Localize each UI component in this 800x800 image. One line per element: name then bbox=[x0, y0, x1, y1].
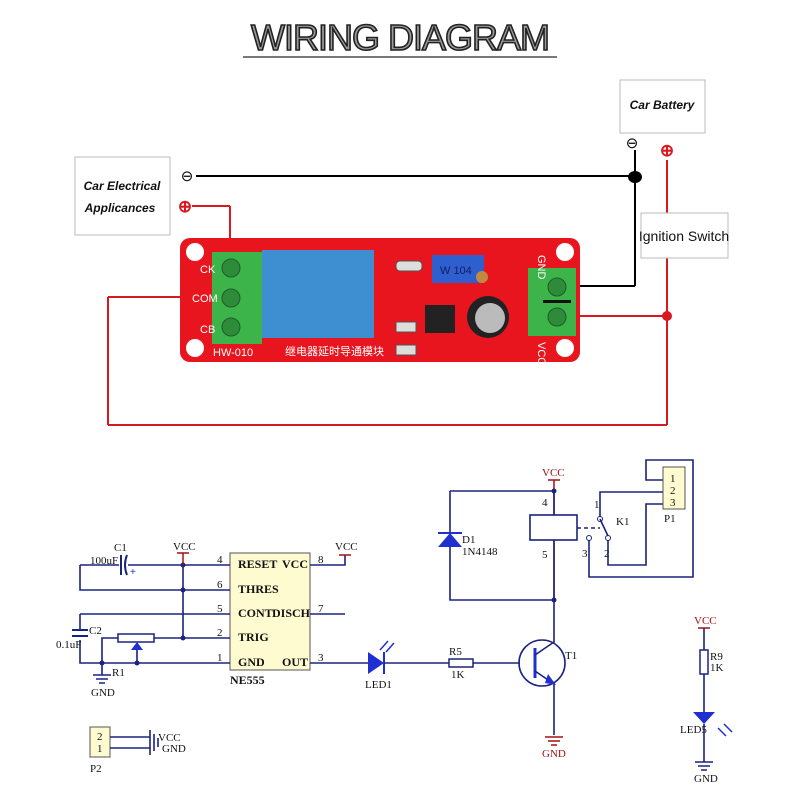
schematic-r5-name-label: R5 bbox=[449, 646, 462, 658]
relay-circuit: VCC 4 5 D1 1N4148 1 2 3 K1 1 2 3 P1 bbox=[438, 459, 694, 603]
schematic-c1-value-label: 100uF bbox=[90, 555, 118, 567]
car-battery-label: Car Battery bbox=[630, 98, 696, 112]
car-appliances-label-line1: Car Electrical bbox=[84, 179, 161, 193]
p2-connector: 2 1 VCC GND P2 bbox=[89, 726, 186, 775]
schematic-ic-pins_left-2-label-label: CONT bbox=[238, 606, 273, 620]
relay bbox=[262, 250, 374, 338]
schematic-k1-contact_pins-2-label: 3 bbox=[582, 548, 588, 560]
ic-name: NE555 bbox=[230, 673, 265, 687]
schematic-p1-pins-1-label: 2 bbox=[670, 485, 676, 497]
schematic-ic-pins_right-1-label-label: DISCH bbox=[272, 606, 311, 620]
board-gnd-label: GND bbox=[535, 255, 547, 280]
schematic-p2-pins-1-label: 1 bbox=[97, 743, 103, 755]
led1-icon bbox=[368, 652, 384, 674]
ne555-chip bbox=[425, 305, 455, 333]
schematic-ic-pins_left-3-num-label: 2 bbox=[217, 627, 223, 639]
schematic-p2-labels-1-label: GND bbox=[162, 743, 186, 755]
appliance-plus-icon: ⊕ bbox=[178, 197, 192, 216]
ignition-switch-box: Ignition Switch bbox=[639, 212, 729, 259]
schematic-led1-label: LED1 bbox=[365, 679, 392, 691]
schematic-ic-pins_left-2-num-label: 5 bbox=[217, 603, 223, 615]
terminal-com-label: COM bbox=[192, 293, 218, 305]
board-chinese-label: 继电器延时导通模块 bbox=[285, 345, 384, 358]
schematic-gnd-label: GND bbox=[694, 773, 718, 785]
schematic-r5-value-label: 1K bbox=[451, 669, 465, 681]
r9-resistor bbox=[699, 649, 709, 675]
schematic-gnd-label: GND bbox=[91, 687, 115, 699]
schematic-c1-name-label: C1 bbox=[114, 542, 127, 554]
schematic-k1-coil_pins-0-label: 4 bbox=[542, 497, 548, 509]
potentiometer bbox=[432, 255, 484, 283]
schematic-ic-pins_left-0-label-label: RESET bbox=[238, 557, 277, 571]
schematic-p1-pins-2-label: 3 bbox=[670, 497, 676, 509]
ne555-ic bbox=[229, 552, 311, 671]
schematic-c2-name-label: C2 bbox=[89, 625, 102, 637]
schematic-gnd-label: GND bbox=[542, 748, 566, 760]
schematic-c1-polarity-label: + bbox=[130, 567, 136, 578]
terminal-ck-label: CK bbox=[200, 264, 216, 276]
page-title: WIRING DIAGRAM bbox=[251, 17, 549, 58]
ne555-circuit: RESET THRES CONT TRIG GND VCC DISCH OUT … bbox=[56, 541, 368, 699]
schematic-ic-pins_left-4-label-label: GND bbox=[238, 655, 265, 669]
relay-board: CK COM CB HW-010 继电器延时导通模块 W 104 GND VCC bbox=[180, 238, 580, 365]
pot-label: W 104 bbox=[440, 265, 472, 277]
r5-resistor bbox=[448, 658, 474, 668]
schematic-p2-name-label: P2 bbox=[90, 763, 102, 775]
schematic-ic-pins_right-0-num-label: 8 bbox=[318, 554, 324, 566]
t1-transistor bbox=[518, 639, 566, 687]
power-led-circuit: VCC R9 1K LED5 GND bbox=[680, 615, 733, 785]
schematic-t1-label: T1 bbox=[565, 650, 577, 662]
p1-connector bbox=[662, 466, 686, 510]
schematic-k1-contact_pins-1-label: 2 bbox=[604, 548, 610, 560]
schematic-d1-value-label: 1N4148 bbox=[462, 546, 498, 558]
schematic-c2-value-label: 0.1uF bbox=[56, 639, 81, 651]
schematic-ic-pins_left-4-num-label: 1 bbox=[217, 652, 223, 664]
schematic-ic-pins_left-3-label-label: TRIG bbox=[238, 630, 269, 644]
schematic-ic-pins_left-1-num-label: 6 bbox=[217, 579, 223, 591]
schematic-k1-coil_pins-1-label: 5 bbox=[542, 549, 548, 561]
schematic-r9-name-label: R9 bbox=[710, 651, 723, 663]
schematic-k1-contact_pins-0-label: 1 bbox=[594, 499, 600, 511]
r1-potentiometer bbox=[117, 633, 155, 643]
board-vcc-label: VCC bbox=[535, 342, 547, 365]
ignition-switch-label: Ignition Switch bbox=[639, 228, 729, 244]
car-battery-box: Car Battery bbox=[619, 79, 706, 134]
schematic-p1-pins-0-label: 1 bbox=[670, 473, 676, 485]
board-model-label: HW-010 bbox=[213, 347, 253, 359]
led5-icon bbox=[693, 712, 715, 724]
schematic-k1-name-label: K1 bbox=[616, 516, 629, 528]
battery-plus-icon: ⊕ bbox=[660, 141, 674, 160]
driver-circuit: LED1 R5 1K T1 GND bbox=[365, 600, 577, 760]
schematic-d1-name-label: D1 bbox=[462, 534, 475, 546]
schematic-ic-pins_right-1-num-label: 7 bbox=[318, 603, 324, 615]
schematic-ic-pins_left-1-label-label: THRES bbox=[238, 582, 279, 596]
d1-diode bbox=[438, 533, 462, 547]
schematic-vcc-label: VCC bbox=[542, 467, 565, 479]
schematic-r9-value-label: 1K bbox=[710, 662, 724, 674]
schematic-r1-label: R1 bbox=[112, 667, 125, 679]
car-appliances-box: Car Electrical Applicances bbox=[74, 156, 171, 236]
schematic-led5-label: LED5 bbox=[680, 724, 707, 736]
schematic-p1-name-label: P1 bbox=[664, 513, 676, 525]
schematic-p2-pins-0-label: 2 bbox=[97, 731, 103, 743]
schematic-p2-labels-0-label: VCC bbox=[158, 732, 181, 744]
schematic-ic-pins_right-2-num-label: 3 bbox=[318, 652, 324, 664]
k1-coil bbox=[529, 514, 578, 541]
schematic-vcc-label: VCC bbox=[335, 541, 358, 553]
schematic-ic-pins_right-2-label-label: OUT bbox=[282, 655, 308, 669]
schematic-ic-pins_right-0-label-label: VCC bbox=[282, 557, 308, 571]
appliance-minus-icon: ⊖ bbox=[181, 168, 194, 185]
schematic-vcc-label: VCC bbox=[694, 615, 717, 627]
car-appliances-label-line2: Applicances bbox=[84, 201, 156, 215]
schematic-ic-pins_left-0-num-label: 4 bbox=[217, 554, 223, 566]
terminal-cb-label: CB bbox=[200, 324, 215, 336]
schematic-vcc-label: VCC bbox=[173, 541, 196, 553]
battery-minus-icon: ⊖ bbox=[626, 135, 639, 152]
